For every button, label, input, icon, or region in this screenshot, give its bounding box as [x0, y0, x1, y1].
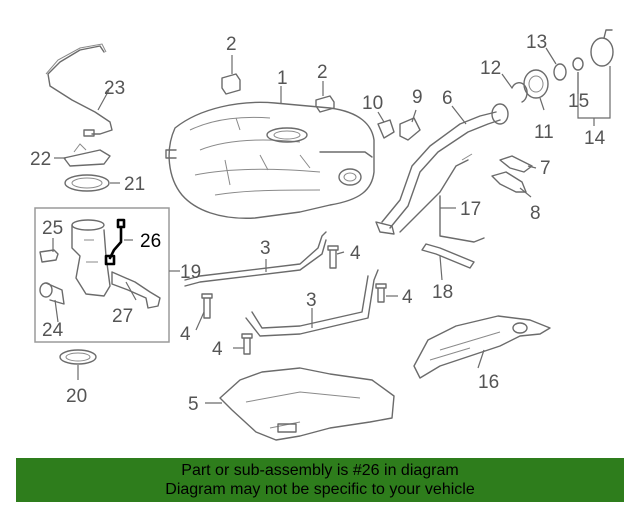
fuel-pump-module-group — [34, 207, 180, 343]
pump-seal-gasket[interactable] — [59, 349, 97, 365]
callout-4-d: 4 — [212, 339, 223, 360]
fuel-line-assembly[interactable] — [45, 43, 113, 137]
strap-bolt-1[interactable] — [327, 245, 339, 269]
callout-15: 15 — [568, 91, 589, 112]
banner-line-2: Diagram may not be specific to your vehi… — [165, 481, 475, 498]
callout-13: 13 — [526, 32, 547, 53]
tank-protector-shield[interactable] — [219, 367, 395, 441]
cap-retainer[interactable] — [572, 57, 584, 71]
callout-8: 8 — [530, 203, 541, 224]
callout-24: 24 — [42, 320, 64, 341]
callout-7: 7 — [540, 158, 551, 179]
fuel-pump-module[interactable] — [71, 219, 111, 297]
vent-tube[interactable] — [399, 153, 485, 243]
tank-bracket-right[interactable] — [315, 95, 335, 113]
callout-21: 21 — [124, 174, 145, 195]
callout-12: 12 — [480, 58, 501, 79]
banner-line-1: Part or sub-assembly is #26 in diagram — [181, 462, 459, 479]
tank-bracket-left[interactable] — [221, 73, 241, 95]
fuel-pump-sender-arm[interactable] — [111, 271, 161, 309]
callout-2-right: 2 — [317, 62, 328, 83]
callout-22: 22 — [30, 149, 51, 170]
callout-4-b: 4 — [402, 287, 413, 308]
parts-diagram: 1 2 2 3 3 4 4 4 4 5 6 7 8 9 10 11 12 13 … — [30, 29, 614, 441]
fuel-hose[interactable] — [421, 243, 475, 269]
callout-10: 10 — [362, 93, 383, 114]
fuel-pressure-regulator[interactable] — [39, 249, 59, 263]
callout-20: 20 — [66, 386, 87, 407]
callout-5: 5 — [188, 394, 199, 415]
callout-16: 16 — [478, 372, 499, 393]
callout-9: 9 — [412, 87, 423, 108]
callout-6: 6 — [442, 88, 453, 109]
filler-bracket-upper[interactable] — [499, 155, 533, 173]
strap-bolt-3[interactable] — [201, 293, 213, 319]
callout-25: 25 — [42, 218, 63, 239]
strap-bolt-2[interactable] — [375, 283, 387, 303]
bracket-10[interactable] — [377, 119, 395, 139]
pump-gasket[interactable] — [63, 143, 111, 167]
part-info-banner: Part or sub-assembly is #26 in diagram D… — [16, 458, 624, 502]
callout-11: 11 — [534, 122, 554, 143]
callout-14: 14 — [584, 128, 606, 149]
callout-19: 19 — [180, 262, 201, 283]
callout-3-upper: 3 — [260, 238, 271, 259]
wire-harness-part-26[interactable] — [104, 218, 126, 266]
leader-lines — [52, 47, 579, 404]
callout-26-highlighted: 26 — [140, 231, 161, 252]
filler-gasket[interactable] — [553, 63, 567, 81]
strap-bolt-4[interactable] — [241, 333, 253, 355]
fuel-pump-motor[interactable] — [39, 282, 65, 305]
callout-3-lower: 3 — [306, 290, 317, 311]
callout-27: 27 — [112, 306, 133, 327]
heat-shield[interactable] — [413, 315, 551, 379]
filler-bracket-lower[interactable] — [491, 171, 527, 193]
filler-pipe[interactable] — [375, 103, 509, 235]
callout-1: 1 — [277, 68, 288, 89]
tank-strap-lower[interactable] — [245, 269, 379, 337]
pump-retainer-ring[interactable] — [64, 174, 110, 192]
callout-2-left: 2 — [226, 34, 237, 55]
fuel-tank[interactable] — [165, 101, 375, 219]
snap-ring[interactable] — [511, 82, 528, 103]
callout-4-a: 4 — [350, 243, 361, 264]
callout-23: 23 — [104, 78, 125, 99]
bracket-9[interactable] — [399, 117, 421, 141]
tank-strap-upper[interactable] — [184, 231, 327, 287]
callout-18: 18 — [432, 282, 453, 303]
callout-4-c: 4 — [180, 324, 191, 345]
fuel-cap[interactable] — [590, 29, 614, 67]
group-14-bracket — [577, 66, 611, 126]
callout-17: 17 — [460, 199, 481, 220]
